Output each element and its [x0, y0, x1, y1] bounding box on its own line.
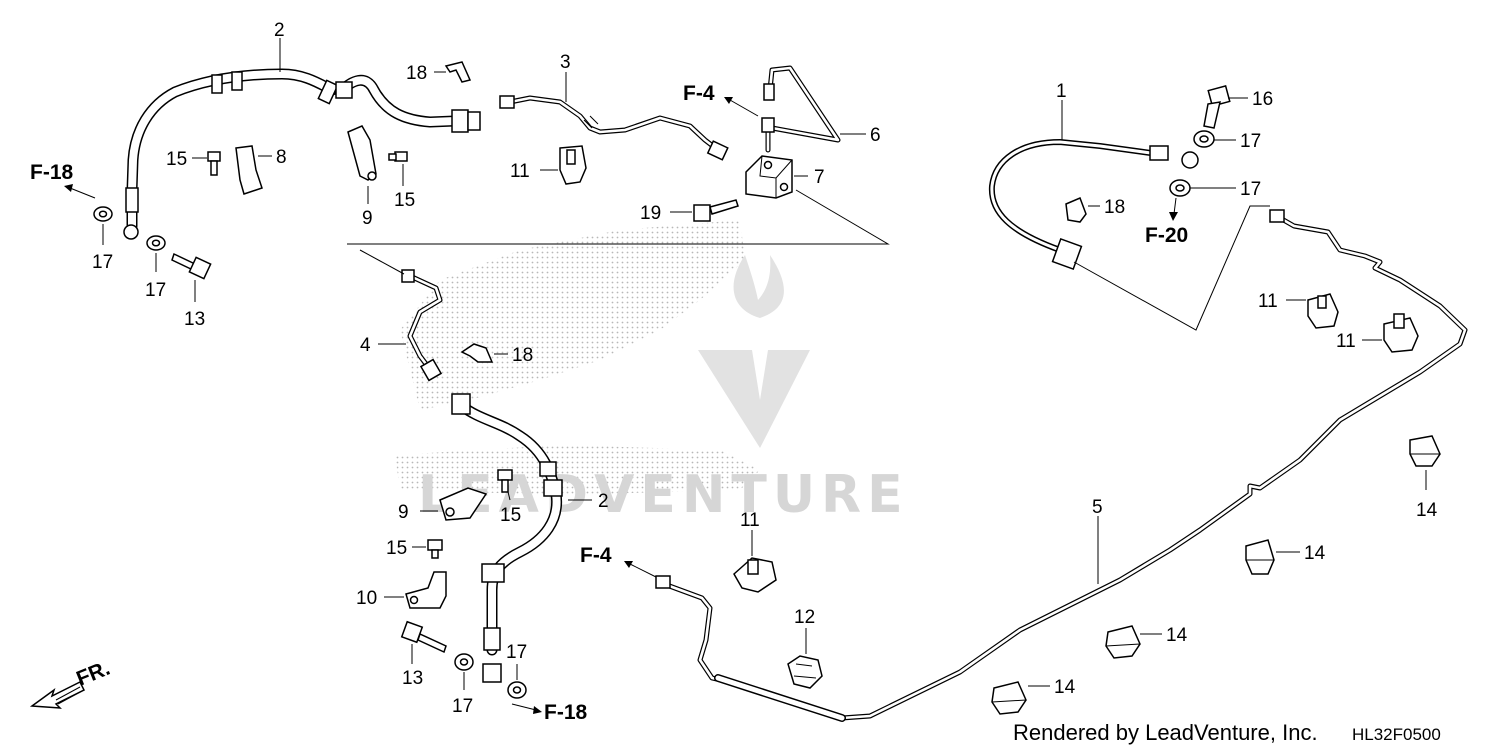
clip-18-b [460, 343, 494, 363]
diagram-code: HL32F0500 [1352, 725, 1441, 744]
clip-18-a [444, 61, 472, 83]
brake-pipe-6 [761, 65, 841, 153]
label-part-14-c: 14 [1166, 625, 1188, 646]
label-part-17-a: 17 [92, 252, 113, 273]
label-part-17-e: 17 [1240, 131, 1261, 152]
ref-f18-bottom: F-18 [544, 701, 588, 724]
label-part-11-b: 11 [740, 510, 760, 531]
brake-hose-1 [988, 139, 1199, 270]
pipe-clip-14-a [1409, 435, 1441, 467]
sealing-washer-17d [507, 681, 527, 699]
pipe-clip-11-d [1383, 313, 1419, 353]
label-part-14-b: 14 [1304, 543, 1326, 564]
label-part-11-a: 11 [510, 161, 530, 182]
clip-18-c [1065, 197, 1087, 223]
hose-stay-8 [235, 145, 263, 195]
sealing-washer-17b [146, 235, 166, 251]
label-part-13-a: 13 [184, 309, 205, 330]
front-direction-label: FR. [73, 657, 113, 691]
hose-stay-10 [405, 571, 447, 609]
pipe-clip-11-a [559, 145, 587, 185]
pipe-clip-11-b [733, 557, 777, 593]
hose-clamp-9-a [347, 125, 377, 181]
bolt-19 [693, 199, 739, 222]
label-part-14-a: 14 [1416, 500, 1438, 521]
label-part-15-c: 15 [500, 505, 521, 526]
pipe-clip-14-c [1105, 625, 1141, 659]
label-part-12: 12 [794, 607, 815, 628]
label-part-11-d: 11 [1336, 331, 1356, 352]
label-part-7: 7 [814, 167, 825, 188]
pipe-clip-14-b [1245, 539, 1275, 575]
label-part-2-lower: 2 [598, 491, 609, 512]
brake-pipe-4 [401, 269, 443, 382]
hose-clamp-9-b [439, 487, 488, 521]
brake-pipe-5 [655, 209, 1468, 722]
sealing-washer-17e [1193, 130, 1215, 148]
pipe-clip-14-d [991, 681, 1027, 715]
label-part-9-a: 9 [362, 208, 373, 229]
sealing-washer-17c [454, 653, 474, 671]
label-part-17-d: 17 [506, 642, 527, 663]
label-part-1: 1 [1056, 81, 1067, 102]
label-part-17-f: 17 [1240, 179, 1261, 200]
label-part-15-d: 15 [386, 538, 407, 559]
pipe-clip-11-c [1307, 293, 1339, 329]
label-part-6: 6 [870, 125, 881, 146]
ref-f18-left: F-18 [30, 161, 74, 184]
sealing-washer-17 [93, 206, 113, 222]
front-direction-arrow [29, 680, 86, 709]
label-part-15-b: 15 [394, 190, 415, 211]
pipe-clamp-12 [787, 655, 823, 689]
banjo-bolt-13-b [400, 620, 447, 654]
label-part-16: 16 [1252, 89, 1273, 110]
bolt-15-b [388, 151, 408, 162]
ref-f4-bottom: F-4 [580, 544, 612, 567]
credit-text: Rendered by LeadVenture, Inc. [1013, 720, 1318, 745]
label-part-9-b: 9 [398, 502, 409, 523]
bolt-15-c [497, 469, 513, 493]
brake-hose-2-lower [451, 393, 563, 683]
label-part-8: 8 [276, 147, 287, 168]
label-part-5: 5 [1092, 497, 1103, 518]
label-part-4: 4 [360, 335, 371, 356]
label-part-18-a: 18 [406, 63, 427, 84]
label-part-11-c: 11 [1258, 291, 1278, 312]
brake-pipe-3 [499, 95, 729, 161]
label-part-17-c: 17 [452, 696, 473, 717]
watermark-text: LEADVENTURE [418, 465, 909, 525]
label-part-18-b: 18 [512, 345, 533, 366]
three-way-joint-7 [745, 155, 793, 199]
bolt-15-d [427, 539, 443, 559]
label-part-17-b: 17 [145, 280, 166, 301]
label-part-15-a: 15 [166, 149, 187, 170]
watermark-logo: LEADVENTURE [395, 220, 909, 525]
label-part-14-d: 14 [1054, 677, 1076, 698]
banjo-bolt-13 [171, 252, 212, 280]
label-part-19: 19 [640, 203, 661, 224]
label-part-10: 10 [356, 588, 377, 609]
sealing-washer-17f [1169, 179, 1191, 197]
label-part-2-upper: 2 [274, 20, 285, 41]
bolt-15-a [207, 151, 221, 176]
label-part-13-b: 13 [402, 668, 423, 689]
banjo-bolt-16 [1203, 85, 1231, 129]
brake-hose-2-upper [123, 68, 481, 240]
label-part-3: 3 [560, 52, 571, 73]
label-part-18-c: 18 [1104, 197, 1125, 218]
ref-f4-top: F-4 [683, 82, 715, 105]
ref-f20: F-20 [1145, 224, 1188, 247]
